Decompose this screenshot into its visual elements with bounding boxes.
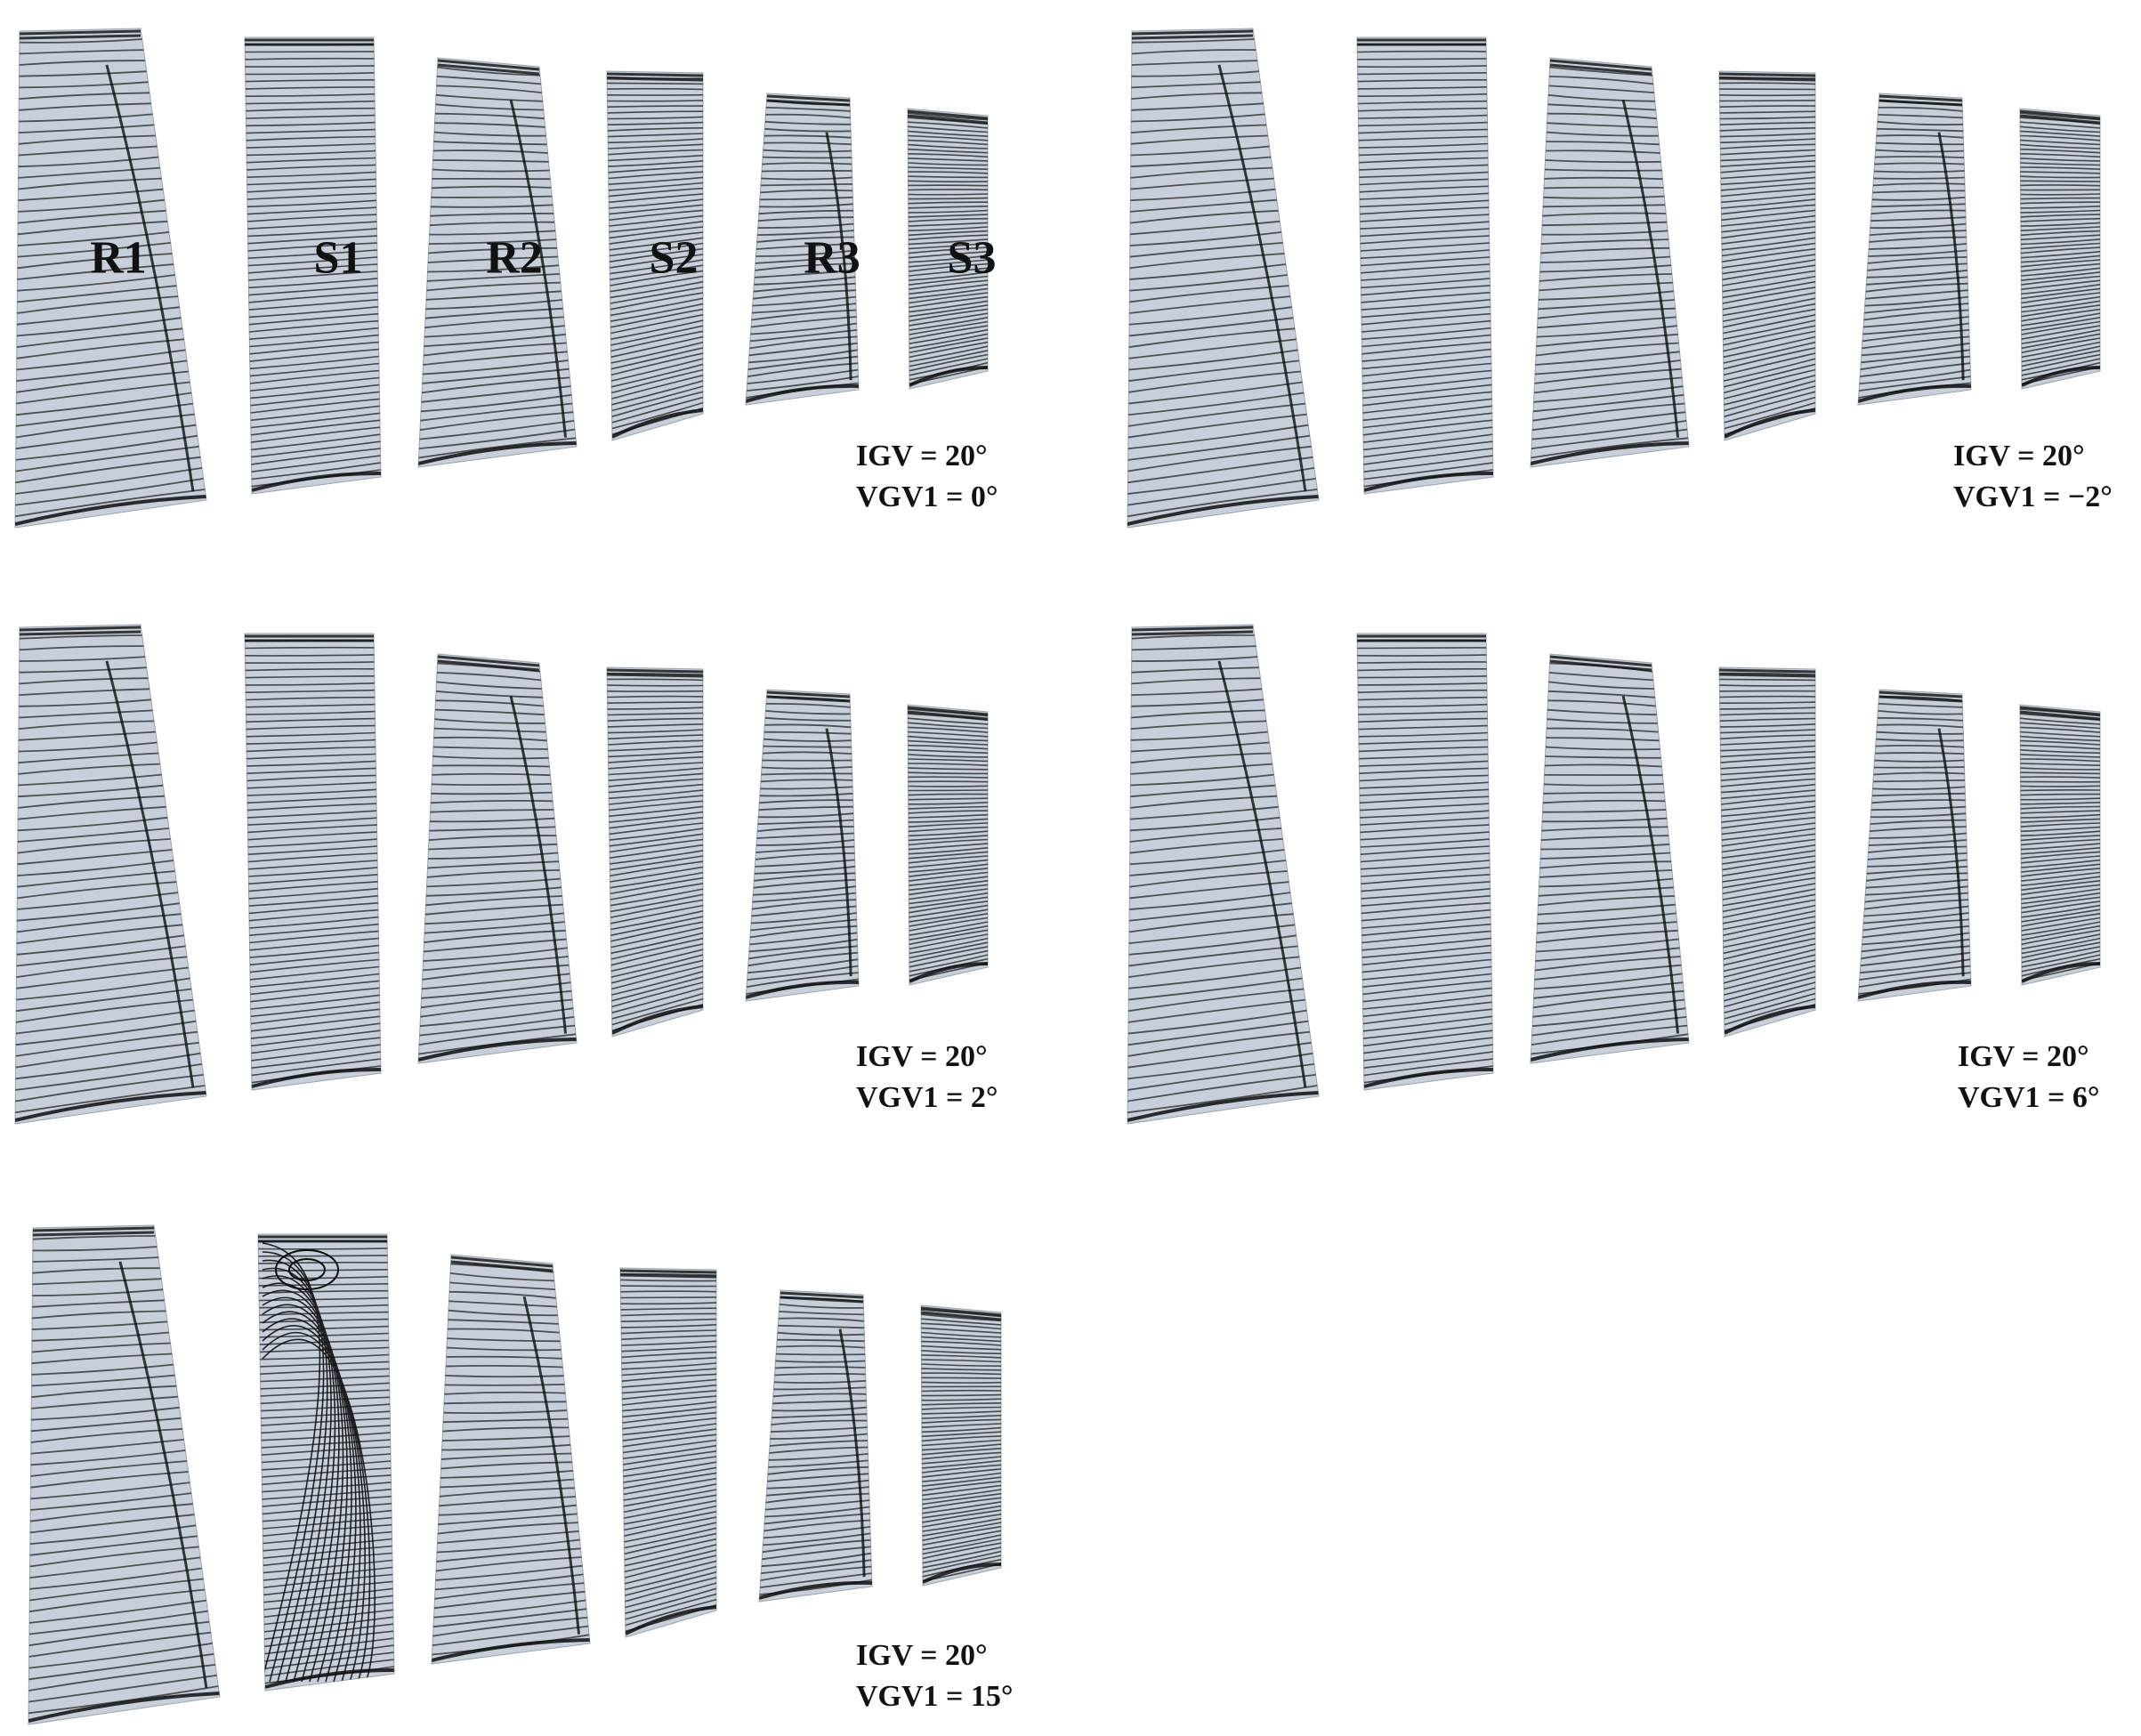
streamlines xyxy=(258,1235,394,1689)
streamlines xyxy=(607,668,703,1035)
panel-5-blade-s2 xyxy=(619,1267,717,1638)
streamlines xyxy=(432,1256,590,1662)
streamlines xyxy=(908,706,988,983)
streamlines xyxy=(908,109,988,387)
panel-1-caption: IGV = 20° VGV1 = 0° xyxy=(856,436,998,518)
panel-1-blade-s1 xyxy=(244,36,382,495)
panel-3-vgv1: VGV1 = 2° xyxy=(856,1081,998,1114)
blade-surface xyxy=(28,1224,221,1725)
panel-2-blade-s1 xyxy=(1356,36,1494,495)
panel-1-blade-r3 xyxy=(745,93,860,406)
panel-1-vgv1: VGV1 = 0° xyxy=(856,480,998,513)
panel-2-blade-r3 xyxy=(1857,93,1972,406)
streamlines xyxy=(418,59,577,465)
panel-4-vgv1: VGV1 = 6° xyxy=(1958,1081,2100,1114)
panel-4-blade-r1 xyxy=(1127,624,1320,1125)
blade-surface xyxy=(14,28,207,529)
panel-1-blade-s3 xyxy=(907,108,989,390)
blade-label-r3: R3 xyxy=(804,232,860,284)
panel-3-blade-s1 xyxy=(244,633,382,1091)
panel-5-blade-r1 xyxy=(28,1224,221,1725)
panel-4-blade-s1 xyxy=(1356,633,1494,1091)
streamlines xyxy=(15,29,206,526)
panel-3-blade-s3 xyxy=(907,704,989,986)
panel-4 xyxy=(1127,624,2101,1125)
streamlines xyxy=(620,1269,716,1635)
blade-surface xyxy=(417,653,578,1064)
blade-surface xyxy=(907,108,989,390)
panel-5-blade-s1 xyxy=(257,1233,395,1692)
streamlines xyxy=(607,72,703,439)
streamlines xyxy=(245,38,381,492)
panel-4-igv: IGV = 20° xyxy=(1958,1040,2089,1073)
panel-1-blade-s2 xyxy=(606,70,704,441)
panel-4-blade-s2 xyxy=(1718,666,1816,1038)
panel-2-blade-r1 xyxy=(1127,28,1320,529)
blade-label-r2: R2 xyxy=(486,232,543,284)
panel-2-blade-s2 xyxy=(1718,70,1816,441)
streamlines xyxy=(418,655,577,1062)
streamlines xyxy=(2020,706,2100,983)
panel-1-igv: IGV = 20° xyxy=(856,440,988,472)
panel-2-vgv1: VGV1 = −2° xyxy=(1953,480,2113,513)
blade-surface xyxy=(2019,108,2101,390)
streamlines xyxy=(746,94,859,403)
streamlines xyxy=(245,634,381,1088)
panel-1-blade-r2 xyxy=(417,57,578,468)
panel-2-blade-r2 xyxy=(1530,57,1690,468)
streamlines xyxy=(921,1306,1001,1584)
panel-3 xyxy=(14,624,989,1125)
panel-3-blade-s2 xyxy=(606,666,704,1038)
panel-5 xyxy=(28,1224,1002,1725)
streamlines xyxy=(759,1291,872,1600)
panel-2-igv: IGV = 20° xyxy=(1953,440,2085,472)
streamlines xyxy=(1531,59,1689,465)
panel-3-blade-r2 xyxy=(417,653,578,1064)
panel-4-caption: IGV = 20° VGV1 = 6° xyxy=(1958,1037,2100,1118)
streamlines xyxy=(2020,109,2100,387)
streamlines xyxy=(1357,634,1493,1088)
panel-5-blade-r3 xyxy=(758,1289,873,1603)
blade-label-s2: S2 xyxy=(649,232,699,284)
blade-label-r1: R1 xyxy=(90,232,147,284)
panel-3-igv: IGV = 20° xyxy=(856,1040,988,1073)
streamlines xyxy=(1357,38,1493,492)
panel-2-blade-s3 xyxy=(2019,108,2101,390)
streamlines xyxy=(1719,668,1815,1035)
panel-5-vgv1: VGV1 = 15° xyxy=(856,1680,1014,1713)
panel-4-blade-r2 xyxy=(1530,653,1690,1064)
panel-4-blade-s3 xyxy=(2019,704,2101,986)
panel-1 xyxy=(14,28,989,529)
panel-3-blade-r3 xyxy=(745,689,860,1002)
streamlines xyxy=(1858,690,1971,999)
blade-surface xyxy=(1530,57,1690,468)
panel-2 xyxy=(1127,28,2101,529)
blade-surface xyxy=(1127,624,1320,1125)
panel-1-blade-r1 xyxy=(14,28,207,529)
streamlines xyxy=(15,626,206,1122)
panel-5-blade-s3 xyxy=(920,1304,1002,1587)
streamlines xyxy=(1127,626,1319,1122)
panel-3-caption: IGV = 20° VGV1 = 2° xyxy=(856,1037,998,1118)
streamlines xyxy=(1719,72,1815,439)
panel-3-blade-r1 xyxy=(14,624,207,1125)
streamlines xyxy=(1858,94,1971,403)
panel-5-igv: IGV = 20° xyxy=(856,1639,988,1672)
streamlines xyxy=(28,1226,220,1723)
blade-label-s1: S1 xyxy=(313,232,363,284)
streamlines xyxy=(746,690,859,999)
panel-5-blade-r2 xyxy=(431,1254,591,1665)
panel-4-blade-r3 xyxy=(1857,689,1972,1002)
panel-5-caption: IGV = 20° VGV1 = 15° xyxy=(856,1635,1014,1717)
streamlines xyxy=(1531,655,1689,1062)
panel-2-caption: IGV = 20° VGV1 = −2° xyxy=(1953,436,2113,518)
blade-label-s3: S3 xyxy=(947,232,997,284)
streamlines xyxy=(1127,29,1319,526)
